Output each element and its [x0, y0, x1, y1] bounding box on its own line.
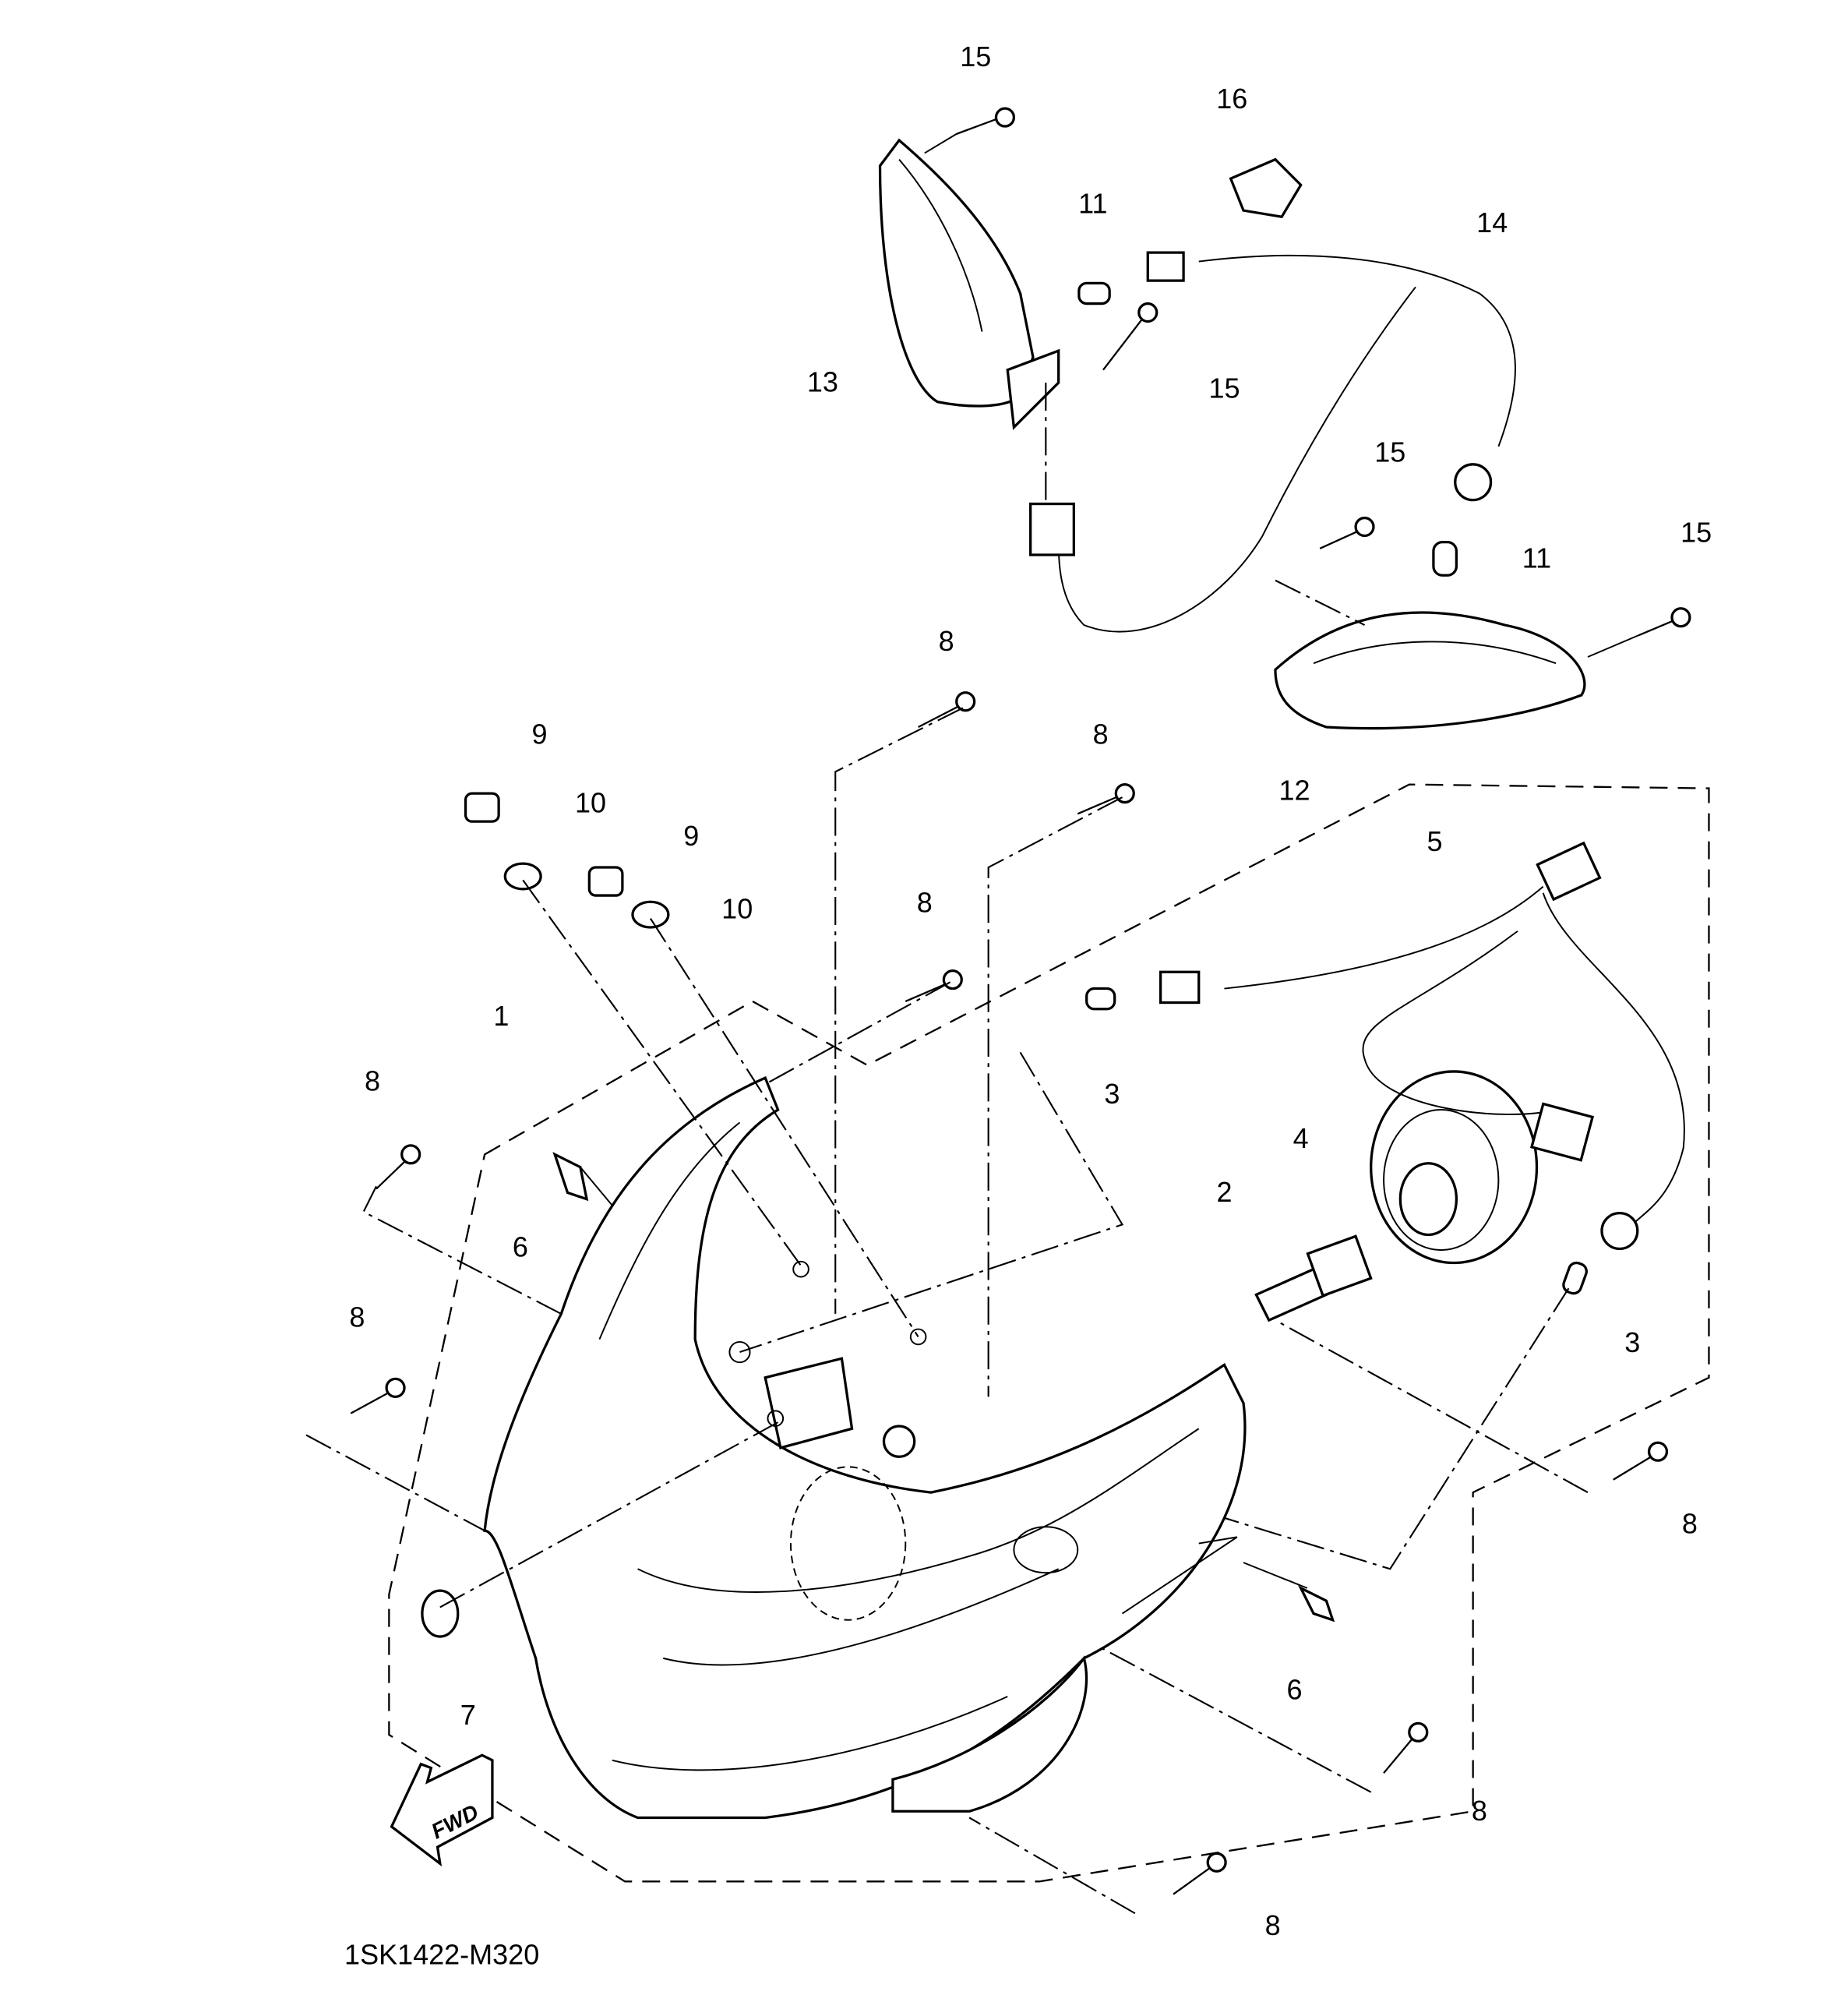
callout-4: 4: [1293, 1122, 1309, 1154]
callout-3: 3: [1104, 1078, 1120, 1110]
callout-10: 10: [575, 787, 606, 819]
callout-10: 10: [721, 893, 753, 925]
callout-9: 9: [531, 718, 547, 750]
callout-6: 6: [513, 1231, 528, 1262]
leader-lines: [305, 133, 1639, 1915]
assembly-boundary: [388, 783, 1710, 1883]
headlight-housing: [483, 1075, 1247, 1820]
callout-8: 8: [365, 1065, 380, 1096]
callout-14: 14: [1476, 207, 1508, 238]
callout-3: 3: [1624, 1326, 1640, 1358]
callout-2: 2: [1216, 1176, 1232, 1208]
callout-8: 8: [1472, 1795, 1487, 1827]
callout-labels: 15 16 11 14 13 15 15 11 15 8 12 9 8 10 9…: [349, 41, 1712, 1941]
diagram-code: 1SK1422-M320: [344, 1939, 539, 1971]
forward-direction-arrow: FWD: [390, 1753, 494, 1867]
headlight-socket-cover: [1370, 1070, 1539, 1265]
callout-6: 6: [1286, 1673, 1302, 1705]
callout-8: 8: [939, 625, 954, 657]
callout-9: 9: [683, 820, 699, 852]
headlight-bulb: [1254, 1234, 1373, 1322]
callout-7: 7: [460, 1699, 476, 1731]
callout-11: 11: [1078, 187, 1107, 219]
callout-15: 15: [960, 41, 991, 72]
front-turn-signal-left: [878, 138, 1060, 430]
turn-signal-bulb: [1432, 541, 1458, 577]
callout-15: 15: [1374, 436, 1405, 468]
screws: [350, 107, 1691, 1895]
callout-12: 12: [1278, 774, 1310, 806]
turn-signal-bulb: [1077, 281, 1111, 305]
clip: [1229, 157, 1303, 219]
position-bulb: [1085, 987, 1116, 1011]
callout-13: 13: [807, 366, 838, 398]
position-bulb: [1562, 1261, 1588, 1295]
callout-15: 15: [1680, 517, 1712, 549]
callout-8: 8: [917, 886, 933, 918]
callout-15: 15: [1208, 373, 1240, 404]
callout-16: 16: [1216, 83, 1247, 115]
turn-signal-wire: [1029, 251, 1516, 633]
wire-harness: [1159, 841, 1685, 1251]
callout-8: 8: [1093, 718, 1109, 750]
callout-8: 8: [349, 1301, 365, 1333]
callout-8: 8: [1265, 1909, 1281, 1941]
callout-1: 1: [493, 1000, 509, 1032]
callout-8: 8: [1682, 1507, 1698, 1539]
front-turn-signal-right: [1274, 611, 1586, 730]
callout-5: 5: [1427, 825, 1443, 857]
callout-11: 11: [1522, 542, 1551, 574]
